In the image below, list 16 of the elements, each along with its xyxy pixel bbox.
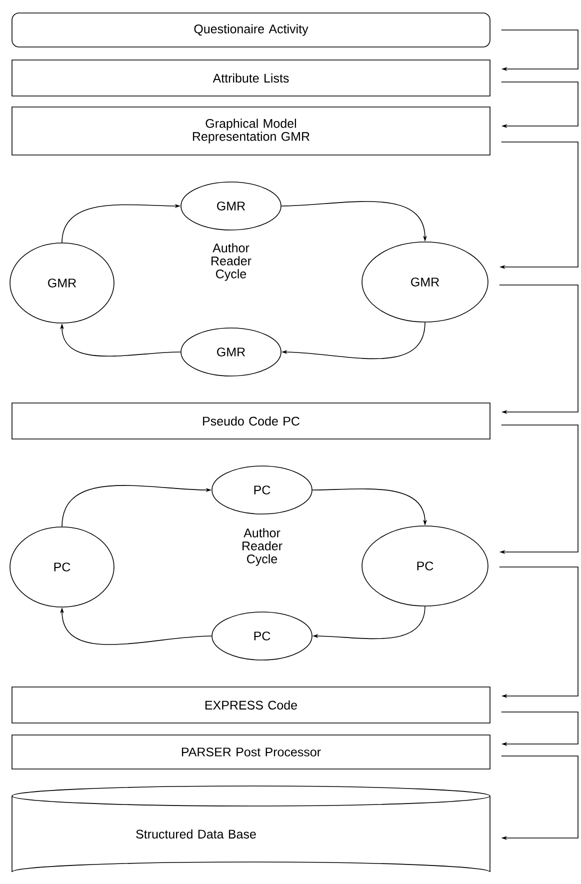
process-box: EXPRESS Code xyxy=(12,686,490,724)
arrow xyxy=(499,566,578,698)
arrow xyxy=(501,82,578,128)
arrow xyxy=(501,712,578,746)
process-box: PARSER Post Processor xyxy=(12,734,490,770)
database-cylinder: Structured Data Base xyxy=(12,786,490,872)
arrow xyxy=(499,284,578,414)
arrow xyxy=(501,756,578,840)
arrow xyxy=(501,30,578,72)
activity-box: Questionaire Activity xyxy=(12,12,490,48)
process-box: Graphical Model Representation GMR xyxy=(12,106,490,156)
node-label: Structured Data Base xyxy=(136,829,256,839)
process-box: Attribute Lists xyxy=(12,60,490,96)
cycle-label: Author Reader Cycle xyxy=(242,528,282,566)
cycle-label: Author Reader Cycle xyxy=(212,243,252,281)
process-box: Pseudo Code PC xyxy=(12,402,490,440)
